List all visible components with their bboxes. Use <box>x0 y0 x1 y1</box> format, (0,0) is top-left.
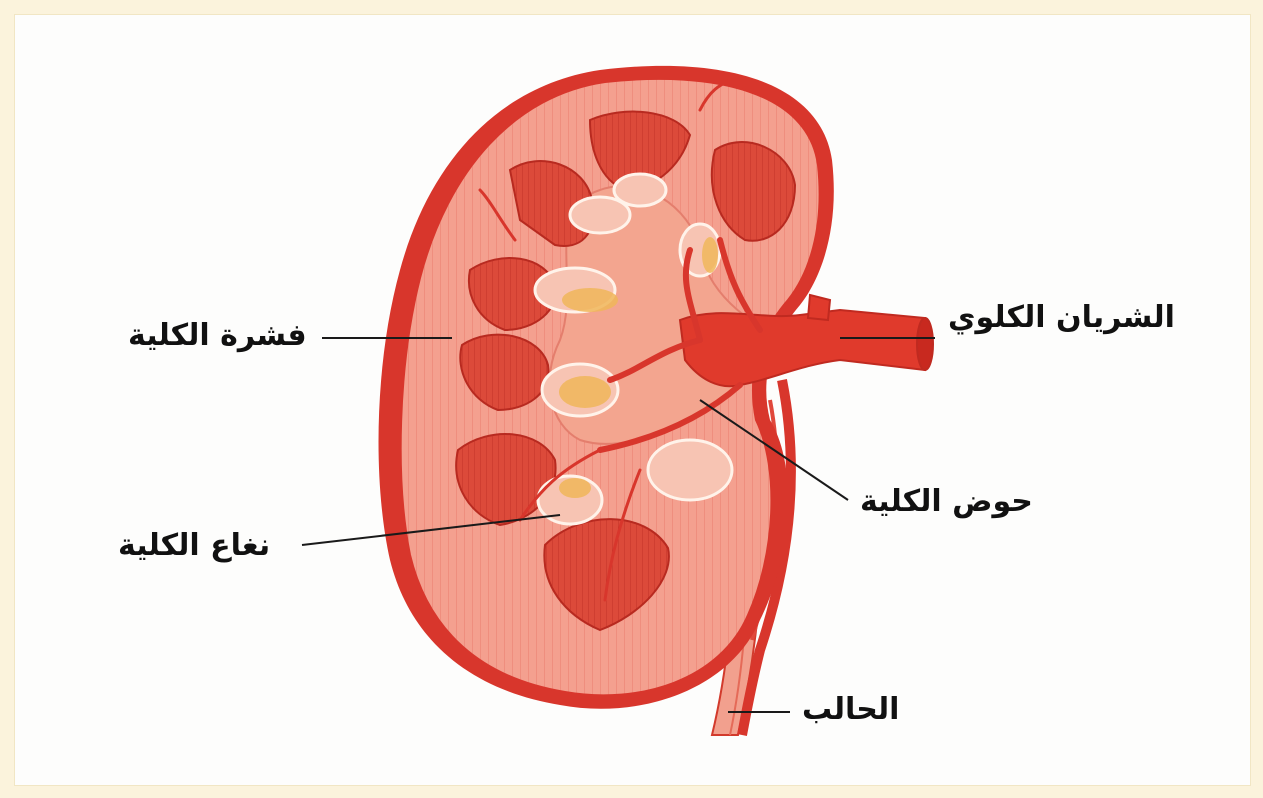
renal-artery-label: الشريان الكلوي <box>948 300 1175 336</box>
renal-pelvis-label: حوض الكلية <box>860 484 1033 520</box>
medulla-label: نغاع الكلية <box>118 528 270 564</box>
ureter-label: الحالب <box>802 692 899 728</box>
cortex-label: فشرة الكلية <box>128 318 307 354</box>
